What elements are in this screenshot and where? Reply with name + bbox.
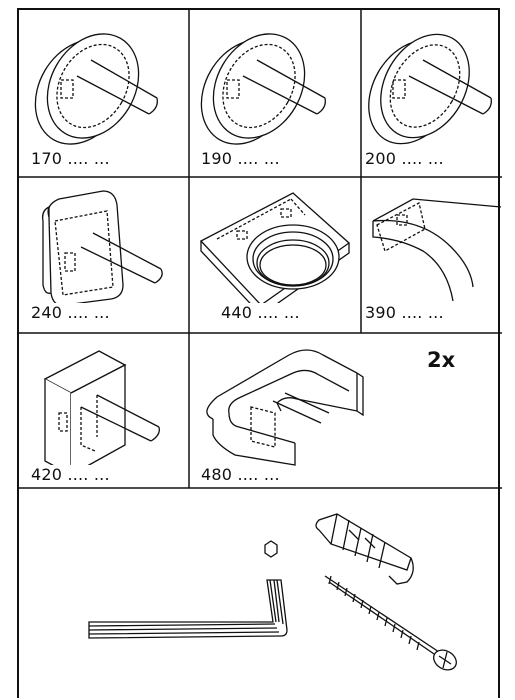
round-rosette-icon bbox=[200, 33, 326, 145]
u-handle-icon bbox=[206, 349, 364, 466]
variant-code: 200 bbox=[365, 149, 397, 168]
variant-240-cell: 240 .... ... bbox=[19, 177, 189, 333]
variant-label: 240 .... ... bbox=[31, 303, 112, 322]
variant-200-cell: 200 .... ... bbox=[361, 10, 502, 177]
variant-label: 480 .... ... bbox=[201, 465, 282, 484]
variant-label: 420 .... ... bbox=[31, 465, 112, 484]
quantity-label: 2x bbox=[427, 348, 456, 372]
variant-code: 420 bbox=[31, 465, 63, 484]
round-rosette-icon bbox=[34, 33, 158, 145]
variant-dots: .... ... bbox=[401, 149, 444, 168]
hex-key-icon bbox=[88, 579, 288, 639]
grid-dividers bbox=[19, 10, 502, 489]
wall-plug-icon bbox=[315, 513, 414, 585]
variant-dots: .... ... bbox=[67, 149, 110, 168]
variant-label: 200 .... ... bbox=[365, 149, 446, 168]
variant-label: 390 .... ... bbox=[365, 303, 446, 322]
square-block-rosette-icon bbox=[43, 350, 160, 477]
variant-420-cell: 420 .... ... bbox=[19, 333, 189, 488]
variant-dots: .... ... bbox=[257, 303, 300, 322]
variant-code: 170 bbox=[31, 149, 63, 168]
screw-icon bbox=[324, 575, 457, 671]
square-rosette-icon bbox=[41, 190, 163, 306]
variant-dots: .... ... bbox=[401, 303, 444, 322]
wall-bracket-icon bbox=[372, 198, 502, 302]
hardware-illustrations bbox=[88, 513, 457, 671]
variant-label: 170 .... ... bbox=[31, 149, 112, 168]
variant-190-cell: 190 .... ... bbox=[189, 10, 361, 177]
variant-170-cell: 170 .... ... bbox=[19, 10, 189, 177]
variant-dots: .... ... bbox=[67, 465, 110, 484]
variant-dots: .... ... bbox=[237, 465, 280, 484]
variant-dots: .... ... bbox=[237, 149, 280, 168]
variant-390-cell: 390 .... ... bbox=[361, 177, 502, 333]
recessed-ring-icon bbox=[199, 192, 351, 316]
variant-480-cell: 480 .... ... bbox=[189, 333, 502, 488]
hexagon-icon bbox=[264, 540, 278, 558]
variant-label: 190 .... ... bbox=[201, 149, 282, 168]
variant-dots: .... ... bbox=[67, 303, 110, 322]
variant-label: 440 .... ... bbox=[221, 303, 302, 322]
variant-code: 240 bbox=[31, 303, 63, 322]
variant-code: 480 bbox=[201, 465, 233, 484]
variant-440-cell: 440 .... ... bbox=[189, 177, 361, 333]
variant-code: 440 bbox=[221, 303, 253, 322]
variant-code: 390 bbox=[365, 303, 397, 322]
instruction-sheet: 170 .... ... 190 .... ... 200 .... ... bbox=[17, 8, 502, 698]
variant-code: 190 bbox=[201, 149, 233, 168]
round-rosette-icon bbox=[368, 33, 492, 145]
